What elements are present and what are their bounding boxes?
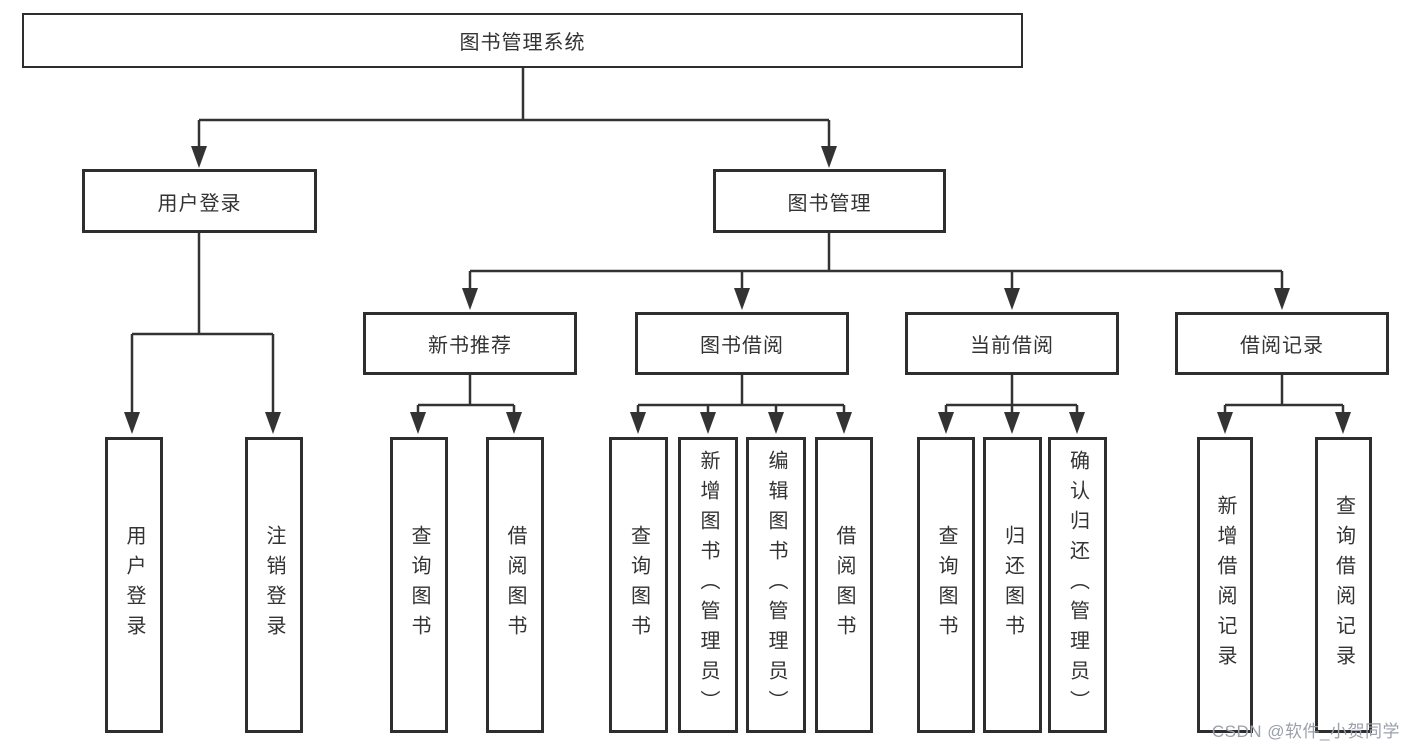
node-label: 借阅图书	[504, 525, 526, 645]
leaf-query-books-1: 查询图书	[390, 437, 448, 733]
node-label: 当前借阅	[970, 335, 1054, 357]
node-label: 用户登录	[123, 525, 145, 645]
csdn-watermark: CSDN @软件_小贺同学	[1211, 722, 1400, 741]
node-label: 查询图书	[408, 525, 430, 645]
node-label: 查询图书	[627, 525, 650, 645]
node-label: 确认归还（管理员）	[1066, 450, 1089, 720]
node-label: 编辑图书（管理员）	[765, 450, 787, 720]
node-label: 新书推荐	[428, 335, 512, 357]
leaf-add-books-admin: 新增图书（管理员）	[678, 437, 738, 733]
node-book-borrowing: 图书借阅	[635, 312, 849, 375]
node-label: 新增图书（管理员）	[697, 450, 719, 720]
node-book-management: 图书管理	[713, 169, 946, 233]
leaf-user-login: 用户登录	[105, 437, 163, 733]
leaf-logout: 注销登录	[245, 437, 303, 733]
node-label: 用户登录	[157, 192, 242, 215]
leaf-borrow-books-2: 借阅图书	[815, 437, 873, 733]
leaf-query-borrow-record: 查询借阅记录	[1315, 437, 1372, 733]
leaf-borrow-books-1: 借阅图书	[486, 437, 544, 733]
node-borrowing-records: 借阅记录	[1175, 312, 1389, 375]
node-label: 借阅图书	[833, 525, 855, 645]
node-new-book-recommend: 新书推荐	[363, 312, 577, 375]
node-library-management-system: 图书管理系统	[22, 13, 1023, 68]
node-label: 图书管理系统	[459, 32, 586, 54]
leaf-query-books-3: 查询图书	[917, 437, 975, 733]
node-user-login: 用户登录	[82, 169, 317, 233]
node-label: 查询借阅记录	[1332, 495, 1355, 675]
node-label: 图书管理	[787, 192, 872, 215]
node-label: 归还图书	[1001, 525, 1024, 645]
leaf-confirm-return-admin: 确认归还（管理员）	[1048, 437, 1107, 733]
leaf-query-books-2: 查询图书	[609, 437, 668, 733]
node-current-borrowing: 当前借阅	[905, 312, 1119, 375]
leaf-edit-books-admin: 编辑图书（管理员）	[746, 437, 806, 733]
leaf-add-borrow-record: 新增借阅记录	[1197, 437, 1253, 733]
node-label: 新增借阅记录	[1214, 495, 1236, 675]
node-label: 注销登录	[263, 525, 285, 645]
node-label: 借阅记录	[1240, 335, 1324, 357]
node-label: 图书借阅	[700, 335, 784, 357]
leaf-return-books: 归还图书	[983, 437, 1042, 733]
node-label: 查询图书	[935, 525, 957, 645]
